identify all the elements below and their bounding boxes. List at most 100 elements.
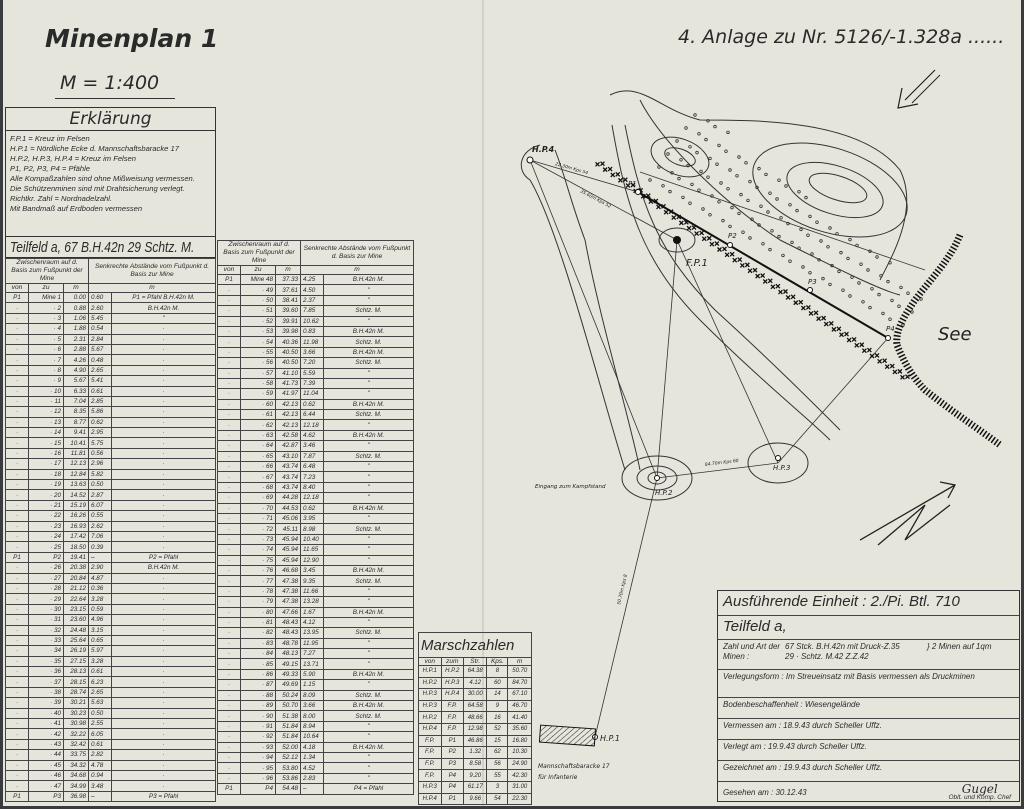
teilfeld-heading-box: Teilfeld a, 67 B.H.42n 29 Schtz. M. xyxy=(5,236,216,258)
antitank-mine-mark xyxy=(617,177,623,183)
laying-form: Verlegungsform : Im Streueinsatz mit Bas… xyxy=(718,670,1019,698)
seen-row: Gesehen am : 30.12.43 Gugel Oblt. und Ko… xyxy=(718,782,1019,802)
antipersonnel-mine-mark xyxy=(750,217,754,221)
antipersonnel-mine-mark xyxy=(857,281,861,285)
antipersonnel-mine-mark xyxy=(719,181,723,185)
mine-count-line-1: 67 Stck. B.H.42n mit Druck-Z.35 xyxy=(785,642,900,651)
legend-line: H.P.2, H.P.3, H.P.4 = Kreuz im Felsen xyxy=(10,154,136,163)
antitank-mine-mark xyxy=(678,220,684,226)
plan-title: Minenplan 1 xyxy=(45,24,219,53)
signature: Gugel xyxy=(961,781,998,796)
signer-rank: Oblt. und Komp. Chef xyxy=(948,793,1011,801)
antitank-mine-mark xyxy=(645,193,651,199)
marschzahl-cell: 31.00 xyxy=(507,780,532,794)
marschzahl-cell: 60 xyxy=(486,676,509,690)
antipersonnel-mine-mark xyxy=(706,175,710,179)
marschzahl-cell: H.P.4 xyxy=(418,722,442,736)
antipersonnel-mine-mark xyxy=(706,119,710,123)
antitank-mine-mark xyxy=(607,166,613,172)
marschzahl-cell: P1 xyxy=(440,734,464,748)
antipersonnel-mine-mark xyxy=(777,234,781,239)
marschzahl-cell: F.P. xyxy=(418,757,442,771)
label-dist-hp1-hp2: 50.70m Kps 8 xyxy=(616,574,629,606)
legend-heading: Erklärung xyxy=(6,108,215,131)
antipersonnel-mine-mark xyxy=(790,240,794,245)
antipersonnel-mine-mark xyxy=(841,288,845,292)
antitank-mine-mark xyxy=(854,342,860,348)
antipersonnel-mine-mark xyxy=(704,137,708,142)
antitank-mine-mark xyxy=(676,214,682,220)
antipersonnel-mine-mark xyxy=(815,220,819,224)
antitank-mine-mark xyxy=(778,289,783,295)
antitank-mine-mark xyxy=(760,273,766,278)
antitank-mine-mark xyxy=(790,294,796,300)
legend-line: Mit Bandmaß auf Erdboden vermessen xyxy=(10,204,143,213)
antitank-mine-mark xyxy=(823,321,829,327)
antitank-mine-mark xyxy=(846,337,852,343)
column-header: m xyxy=(507,657,532,666)
marschzahl-cell: 48.66 xyxy=(462,711,488,724)
antitank-mine-mark xyxy=(798,299,804,305)
antitank-mine-mark xyxy=(821,315,827,321)
antipersonnel-mine-mark xyxy=(788,259,792,263)
antipersonnel-mine-mark xyxy=(726,187,730,191)
antipersonnel-mine-field xyxy=(648,113,923,327)
antipersonnel-mine-mark xyxy=(713,124,717,129)
antitank-mine-mark xyxy=(905,374,910,380)
label-hp2: H.P.2 xyxy=(655,489,673,497)
antitank-mine-mark xyxy=(648,199,654,205)
antipersonnel-mine-mark xyxy=(879,274,883,278)
antipersonnel-mine-mark xyxy=(859,262,863,266)
antipersonnel-mine-mark xyxy=(839,250,843,255)
marschzahl-cell: 35.60 xyxy=(507,722,532,736)
marschzahl-cell: 52 xyxy=(486,722,509,736)
antipersonnel-mine-mark xyxy=(799,227,803,232)
mine-count-row: Zahl und Art der Minen : 67 Stck. B.H.42… xyxy=(718,640,1019,670)
header-group-1: Zwischenraum auf d. Basis zum Fußpunkt d… xyxy=(217,240,301,266)
antipersonnel-mine-mark xyxy=(759,204,763,208)
antipersonnel-mine-mark xyxy=(710,194,714,198)
antipersonnel-mine-mark xyxy=(797,190,801,194)
antipersonnel-mine-mark xyxy=(695,150,699,155)
hill-contour xyxy=(658,227,696,253)
antipersonnel-mine-mark xyxy=(737,155,741,159)
antipersonnel-mine-mark xyxy=(828,226,832,230)
antipersonnel-mine-mark xyxy=(808,214,812,219)
antitank-mine-mark xyxy=(889,363,895,369)
antipersonnel-mine-mark xyxy=(855,243,859,248)
marschzahl-cell: 46.70 xyxy=(507,699,532,713)
label-p2: P2 xyxy=(728,232,737,240)
antitank-mine-mark xyxy=(800,305,806,311)
marschzahl-cell: 8.58 xyxy=(462,757,488,771)
marschzahl-cell: H.P.4 xyxy=(418,792,442,806)
antitank-mine-mark xyxy=(836,326,842,332)
info-block: Ausführende Einheit : 2./Pi. Btl. 710 Te… xyxy=(717,590,1020,802)
antitank-mine-mark xyxy=(839,332,844,338)
antipersonnel-mine-mark xyxy=(675,139,679,143)
header-group-1: Zwischenraum auf d. Basis zum Fußpunkt d… xyxy=(5,258,89,284)
marschzahl-cell: 14 xyxy=(486,688,509,701)
antipersonnel-mine-mark xyxy=(717,200,721,204)
marschzahl-cell: P4 xyxy=(440,780,464,794)
label-eingang: Eingang zum Kampfstand xyxy=(535,484,606,490)
antipersonnel-mine-mark xyxy=(717,143,721,148)
antitank-mine-mark xyxy=(656,204,661,210)
antipersonnel-mine-mark xyxy=(744,161,748,165)
antipersonnel-mine-mark xyxy=(848,237,852,242)
mine-count-label: Zahl und Art der Minen : xyxy=(723,642,781,661)
antipersonnel-mine-mark xyxy=(875,255,879,259)
label-hp4: H.P.4 xyxy=(532,145,555,154)
antitank-mine-mark xyxy=(671,215,677,221)
barracks-building xyxy=(538,724,597,747)
antipersonnel-mine-mark xyxy=(826,245,830,249)
